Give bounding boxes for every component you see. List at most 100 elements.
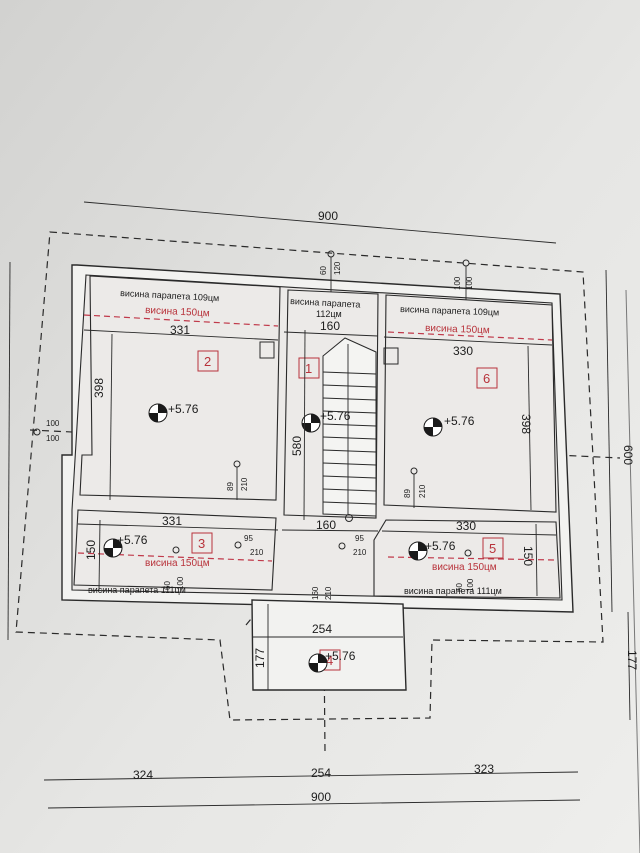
dim-398-right: 398 [519,414,533,434]
svg-text:5: 5 [489,541,496,556]
dim-160-mid: 160 [316,518,336,532]
chimney-left [259,341,275,359]
height-line-top-right [387,331,553,341]
marker-door-r5 [338,542,346,550]
dim-line-331-mid [77,523,279,531]
staircase [322,337,377,522]
marker-window-r5 [464,549,472,557]
dim-177: 177 [253,648,267,668]
label-parapet-111-left: висина парапета 111цм [88,585,186,595]
room-3-outline [73,509,277,591]
dim-bottom-right: 323 [474,762,494,776]
level-marker-room-1: +5.76 [301,409,351,433]
dim-line-150-right [535,523,538,597]
marker-left [33,428,41,436]
dim-210e: 210 [324,586,333,600]
page-edge-line [625,289,640,853]
room-3-tag: 3 [191,532,213,554]
room-6-outline [383,294,557,513]
dim-89b: 89 [403,489,412,498]
dim-line-150-left [98,519,101,591]
dim-580: 580 [290,436,304,456]
label-parapet-112-val: 112цм [316,309,342,319]
svg-text:+5.76: +5.76 [117,533,148,547]
dim-line-bottom-total [47,799,581,809]
svg-text:4: 4 [326,653,333,668]
label-height-150-c: висина 150цм [145,558,210,569]
dim-210c: 210 [250,548,264,557]
dim-line-398-left [109,333,113,501]
room-1-tag: 1 [298,357,320,379]
svg-text:+5.76: +5.76 [444,414,475,428]
room-5-outline [373,519,561,599]
level-marker-room-3: +5.76 [103,533,148,558]
dim-line-580 [303,329,306,521]
dim-bottom-left: 324 [133,768,153,782]
dim-100d: 100 [465,276,474,290]
dim-150-right: 150 [521,546,535,566]
dim-100b: 100 [46,434,60,443]
roof-outline [15,231,604,721]
room-6-tag: 6 [476,367,498,389]
dim-95a: 95 [244,534,253,543]
dim-331-top: 331 [170,323,190,337]
svg-text:6: 6 [483,371,490,386]
dim-210a: 210 [240,477,249,491]
dim-100c: 100 [453,276,462,290]
dim-line-160-top [283,331,379,337]
marker-window-r3 [172,546,180,554]
height-line-top-left [83,314,279,327]
level-marker-room-6: +5.76 [423,414,475,437]
svg-text:+5.76: +5.76 [425,539,456,553]
svg-text:3: 3 [198,536,205,551]
dim-398-left: 398 [92,378,106,398]
label-height-150-b: висина 150цм [425,323,490,336]
label-parapet-109-right: висина парапета 109цм [400,304,499,317]
dim-line-398-right [527,345,532,511]
dim-120: 120 [333,261,342,275]
label-parapet-112: висина парапета [290,296,361,310]
dim-60: 60 [319,266,328,275]
svg-text:+5.76: +5.76 [168,402,199,416]
dim-line-bottom-split [43,771,579,781]
dim-210b: 210 [418,484,427,498]
label-height-150-d: висина 150цм [432,562,497,573]
dim-160-top: 160 [320,319,340,333]
label-height-150-a: висина 150цм [145,305,210,319]
dim-95b: 95 [355,534,364,543]
svg-text:+5.76: +5.76 [320,409,351,423]
dim-line-left [7,261,11,641]
dim-254: 254 [312,622,332,636]
dim-100a: 100 [46,419,60,428]
dim-330-top: 330 [453,344,473,358]
dim-line-330-top [383,336,553,346]
svg-text:2: 2 [204,354,211,369]
label-parapet-111-right: висина парапета 111цм [404,586,502,596]
level-marker-room-2: +5.76 [148,402,199,423]
dim-60b: 60 [163,581,172,590]
dim-line-331-top [83,329,279,341]
level-marker-room-4: +5.76 [308,649,356,673]
marker-door-r3 [234,541,242,549]
dim-line-right [605,269,613,613]
chimney-right [383,347,399,365]
svg-text:1: 1 [305,361,312,376]
height-line-bottom-right [387,556,557,561]
dim-line-160-mid [281,529,379,532]
dim-line-top [83,201,557,244]
dim-210d: 210 [353,548,367,557]
dim-line-right-bottom [627,611,631,721]
room-2-tag: 2 [197,350,219,372]
room-5-tag: 5 [482,537,504,559]
dim-right-height: 600 [621,445,635,465]
dim-89a: 89 [226,482,235,491]
dim-bottom-mid: 254 [311,766,331,780]
dim-331-mid: 331 [162,514,182,528]
room-1-outline [283,289,379,519]
dim-right-bottom: 177 [625,650,639,670]
dim-160b: 160 [311,586,320,600]
dim-100f: 100 [466,578,475,592]
interior-floor [71,274,563,601]
dim-bottom-total: 900 [311,790,331,804]
